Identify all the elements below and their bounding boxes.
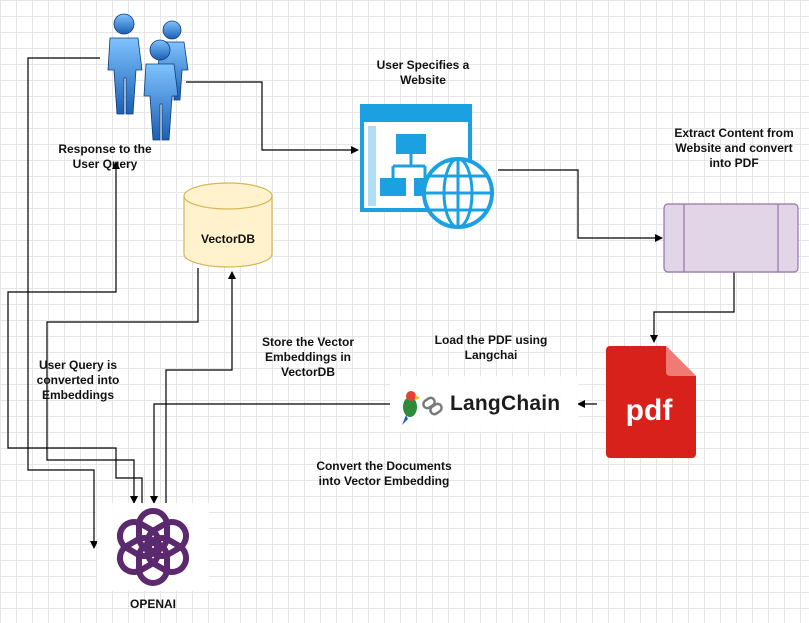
extract-label: Extract Content from Website and convert… — [674, 126, 794, 170]
process-document-icon — [663, 203, 799, 273]
convert-label: Convert the Documents into Vector Embedd… — [316, 459, 452, 488]
langchain-wordmark: LangChain — [450, 392, 561, 415]
pdf-file-icon — [606, 346, 696, 458]
edge-openai-to-response — [7, 161, 143, 503]
edge-users-to-openai — [27, 57, 100, 549]
response-label: Response to the User Query — [58, 142, 152, 171]
user-specifies-label: User Specifies a Website — [376, 58, 470, 87]
vectordb-label: VectorDB — [200, 232, 256, 246]
edge-vectordb-to-openai — [46, 268, 199, 504]
edge-document-to-pdf — [650, 272, 735, 343]
openai-logo-icon — [97, 503, 209, 591]
user-query-label: User Query is converted into Embeddings — [36, 358, 120, 402]
website-sitemap-globe-icon — [360, 104, 494, 229]
connectors — [7, 57, 735, 549]
store-label: Store the Vector Embeddings in VectorDB — [261, 335, 355, 379]
edge-website-to-document — [498, 169, 663, 242]
edge-openai-to-vectordb — [165, 271, 236, 503]
pdf-file-label: pdf — [625, 394, 673, 427]
parrot-chain-icon — [390, 376, 578, 432]
load-pdf-label: Load the PDF using Langchai — [434, 333, 548, 362]
edge-users-to-website — [186, 81, 359, 154]
users-icon — [107, 13, 189, 141]
edge-langchain-to-openai — [150, 403, 390, 504]
openai-label: OPENAI — [129, 597, 176, 611]
database-icon — [183, 182, 273, 268]
